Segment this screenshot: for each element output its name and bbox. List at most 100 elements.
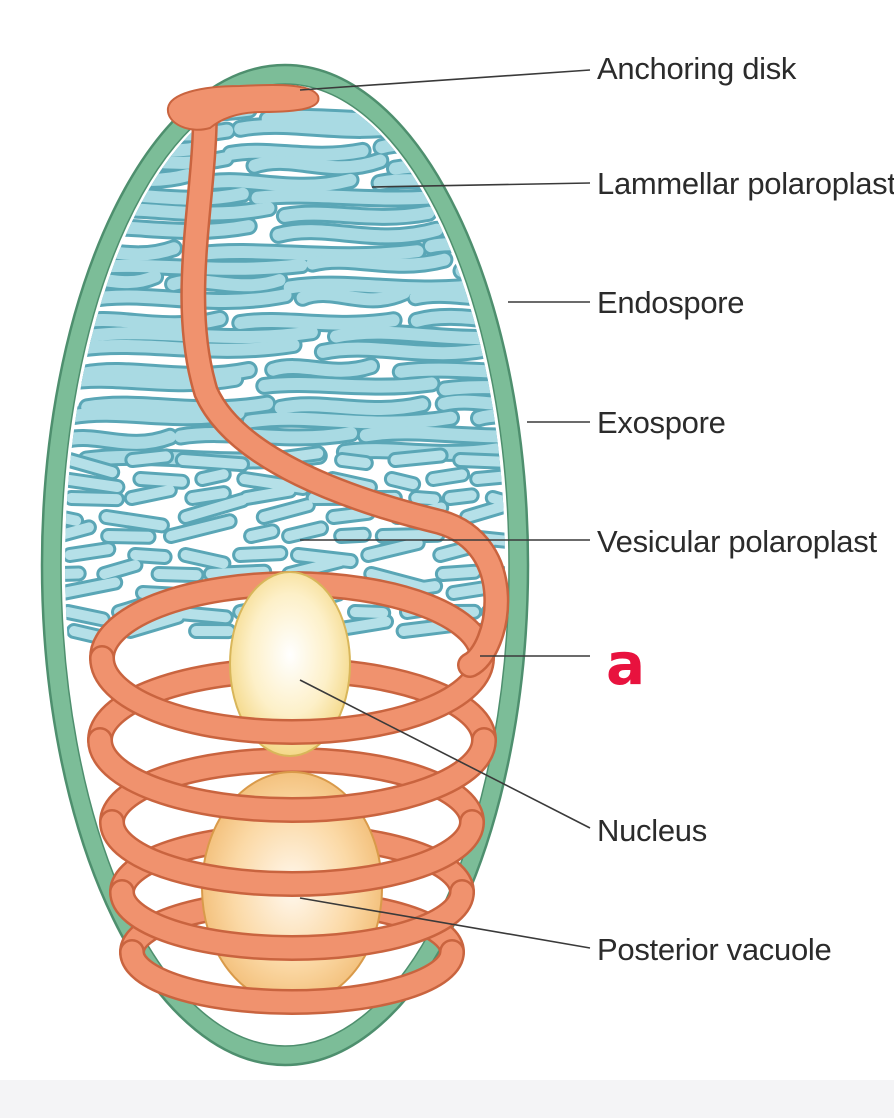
lamellar-tube	[450, 227, 505, 246]
lamellar-tube	[447, 224, 505, 249]
vesicular-vesicle	[390, 450, 446, 465]
vesicular-vesicle	[65, 455, 118, 478]
vesicular-vesicle	[386, 474, 419, 490]
vesicular-vesicle	[127, 451, 171, 465]
vesicular-vesicle	[284, 523, 326, 541]
polar-filament-coil	[111, 881, 473, 959]
vesicular-vesicle	[153, 569, 202, 581]
lamellar-tube	[65, 169, 194, 186]
lamellar-tube	[191, 245, 424, 262]
lamellar-tube	[77, 364, 255, 381]
lamellar-tube	[443, 209, 505, 232]
lamellar-tube	[473, 408, 505, 426]
vesicular-vesicle	[411, 493, 440, 505]
label-anchoring-disk: Anchoring disk	[597, 51, 797, 86]
lamellar-tube	[359, 425, 505, 443]
lamellar-tube	[439, 380, 505, 397]
lamellar-tube	[446, 212, 505, 229]
lamellar-tube	[278, 206, 435, 223]
lamellar-tube	[446, 105, 505, 128]
lamellar-tube	[272, 223, 443, 243]
vesicular-vesicle	[166, 516, 235, 541]
leader-lamellar-polaroplast	[371, 182, 591, 188]
vesicular-vesicle	[65, 512, 82, 526]
lamellar-tube	[449, 108, 505, 125]
label-polar-filament-marker: a	[606, 630, 645, 698]
lamellar-tube	[248, 154, 387, 174]
vesicular-vesicle	[444, 490, 477, 503]
vesicular-vesicle	[65, 474, 123, 492]
vesicular-vesicle	[65, 568, 84, 579]
label-posterior-vacuole: Posterior vacuole	[597, 932, 831, 967]
lamellar-tube	[283, 277, 500, 295]
vesicular-vesicle	[103, 531, 154, 542]
vesicular-vesicle	[65, 544, 114, 560]
label-exospore: Exospore	[597, 405, 726, 440]
vesicular-vesicle	[66, 493, 122, 505]
lamellar-tube	[81, 397, 274, 415]
vesicular-vesicle	[99, 560, 141, 579]
vesicular-vesicle	[187, 488, 229, 503]
lamellar-tube	[76, 202, 275, 220]
lamellar-tube	[419, 116, 505, 136]
label-vesicular-polaroplast: Vesicular polaroplast	[597, 524, 877, 559]
label-nucleus: Nucleus	[597, 813, 707, 848]
polar-filament-coil	[89, 729, 495, 821]
lamellar-tube	[296, 286, 411, 306]
vesicular-vesicle	[437, 566, 480, 579]
lamellar-tube	[416, 113, 505, 139]
lamellar-tube	[65, 270, 162, 289]
lamellar-tube	[192, 173, 357, 192]
vesicular-vesicle	[130, 550, 170, 562]
vesicular-vesicle	[101, 512, 167, 531]
lamellar-tube	[306, 253, 451, 271]
vesicular-vesicle	[65, 577, 121, 598]
polar-filament-coil	[101, 811, 483, 895]
polar-filament-front	[87, 645, 497, 1015]
lamellar-tube	[316, 341, 503, 360]
lamellar-tube	[73, 338, 300, 356]
lamellar-tube	[330, 325, 505, 344]
vesicular-vesicle	[487, 493, 505, 517]
vesicular-vesicle	[180, 495, 248, 522]
vesicular-vesicle	[428, 469, 468, 484]
lamellar-tube	[224, 144, 369, 161]
vesicular-vesicle	[363, 538, 423, 560]
lamellar-tube	[437, 394, 505, 411]
vesicular-vesicle	[65, 522, 94, 541]
vesicular-vesicle	[205, 566, 270, 579]
lamellar-tube	[373, 173, 505, 191]
lamellar-tube	[410, 309, 505, 329]
nucleus	[229, 571, 351, 757]
lamellar-tube	[234, 314, 400, 330]
vesicular-vesicle	[337, 455, 371, 468]
lamellar-tube	[65, 220, 255, 238]
polar-filament-coil	[91, 647, 493, 743]
vesicular-vesicle	[197, 469, 229, 484]
lamellar-tube	[274, 398, 429, 416]
polar-filament	[180, 99, 510, 678]
leader-nucleus	[299, 679, 591, 829]
lamellar-tube	[243, 411, 457, 429]
lamellar-tube	[267, 360, 377, 377]
vesicular-vesicle	[177, 455, 247, 470]
label-lamellar-polaroplast: Lammellar polaroplast	[597, 166, 894, 201]
vesicular-vesicle	[135, 474, 187, 487]
leader-posterior-vacuole	[299, 897, 591, 949]
vesicular-vesicle	[180, 550, 229, 569]
lamellar-tube	[82, 139, 213, 157]
polar-filament-coil	[121, 941, 463, 1013]
vesicular-vesicle	[336, 529, 369, 541]
lamellar-tube	[174, 427, 358, 444]
lamellar-tube	[261, 110, 440, 126]
vesicular-vesicle	[472, 470, 505, 484]
vesicular-vesicle	[462, 497, 505, 522]
vesicular-vesicle	[350, 607, 389, 619]
footer-strip	[0, 1080, 894, 1118]
vesicular-vesicle	[239, 474, 309, 493]
vesicular-vesicle	[328, 507, 373, 522]
lamellar-tube	[79, 187, 249, 205]
vesicular-vesicle	[455, 455, 505, 467]
lamellar-tube	[81, 289, 292, 307]
